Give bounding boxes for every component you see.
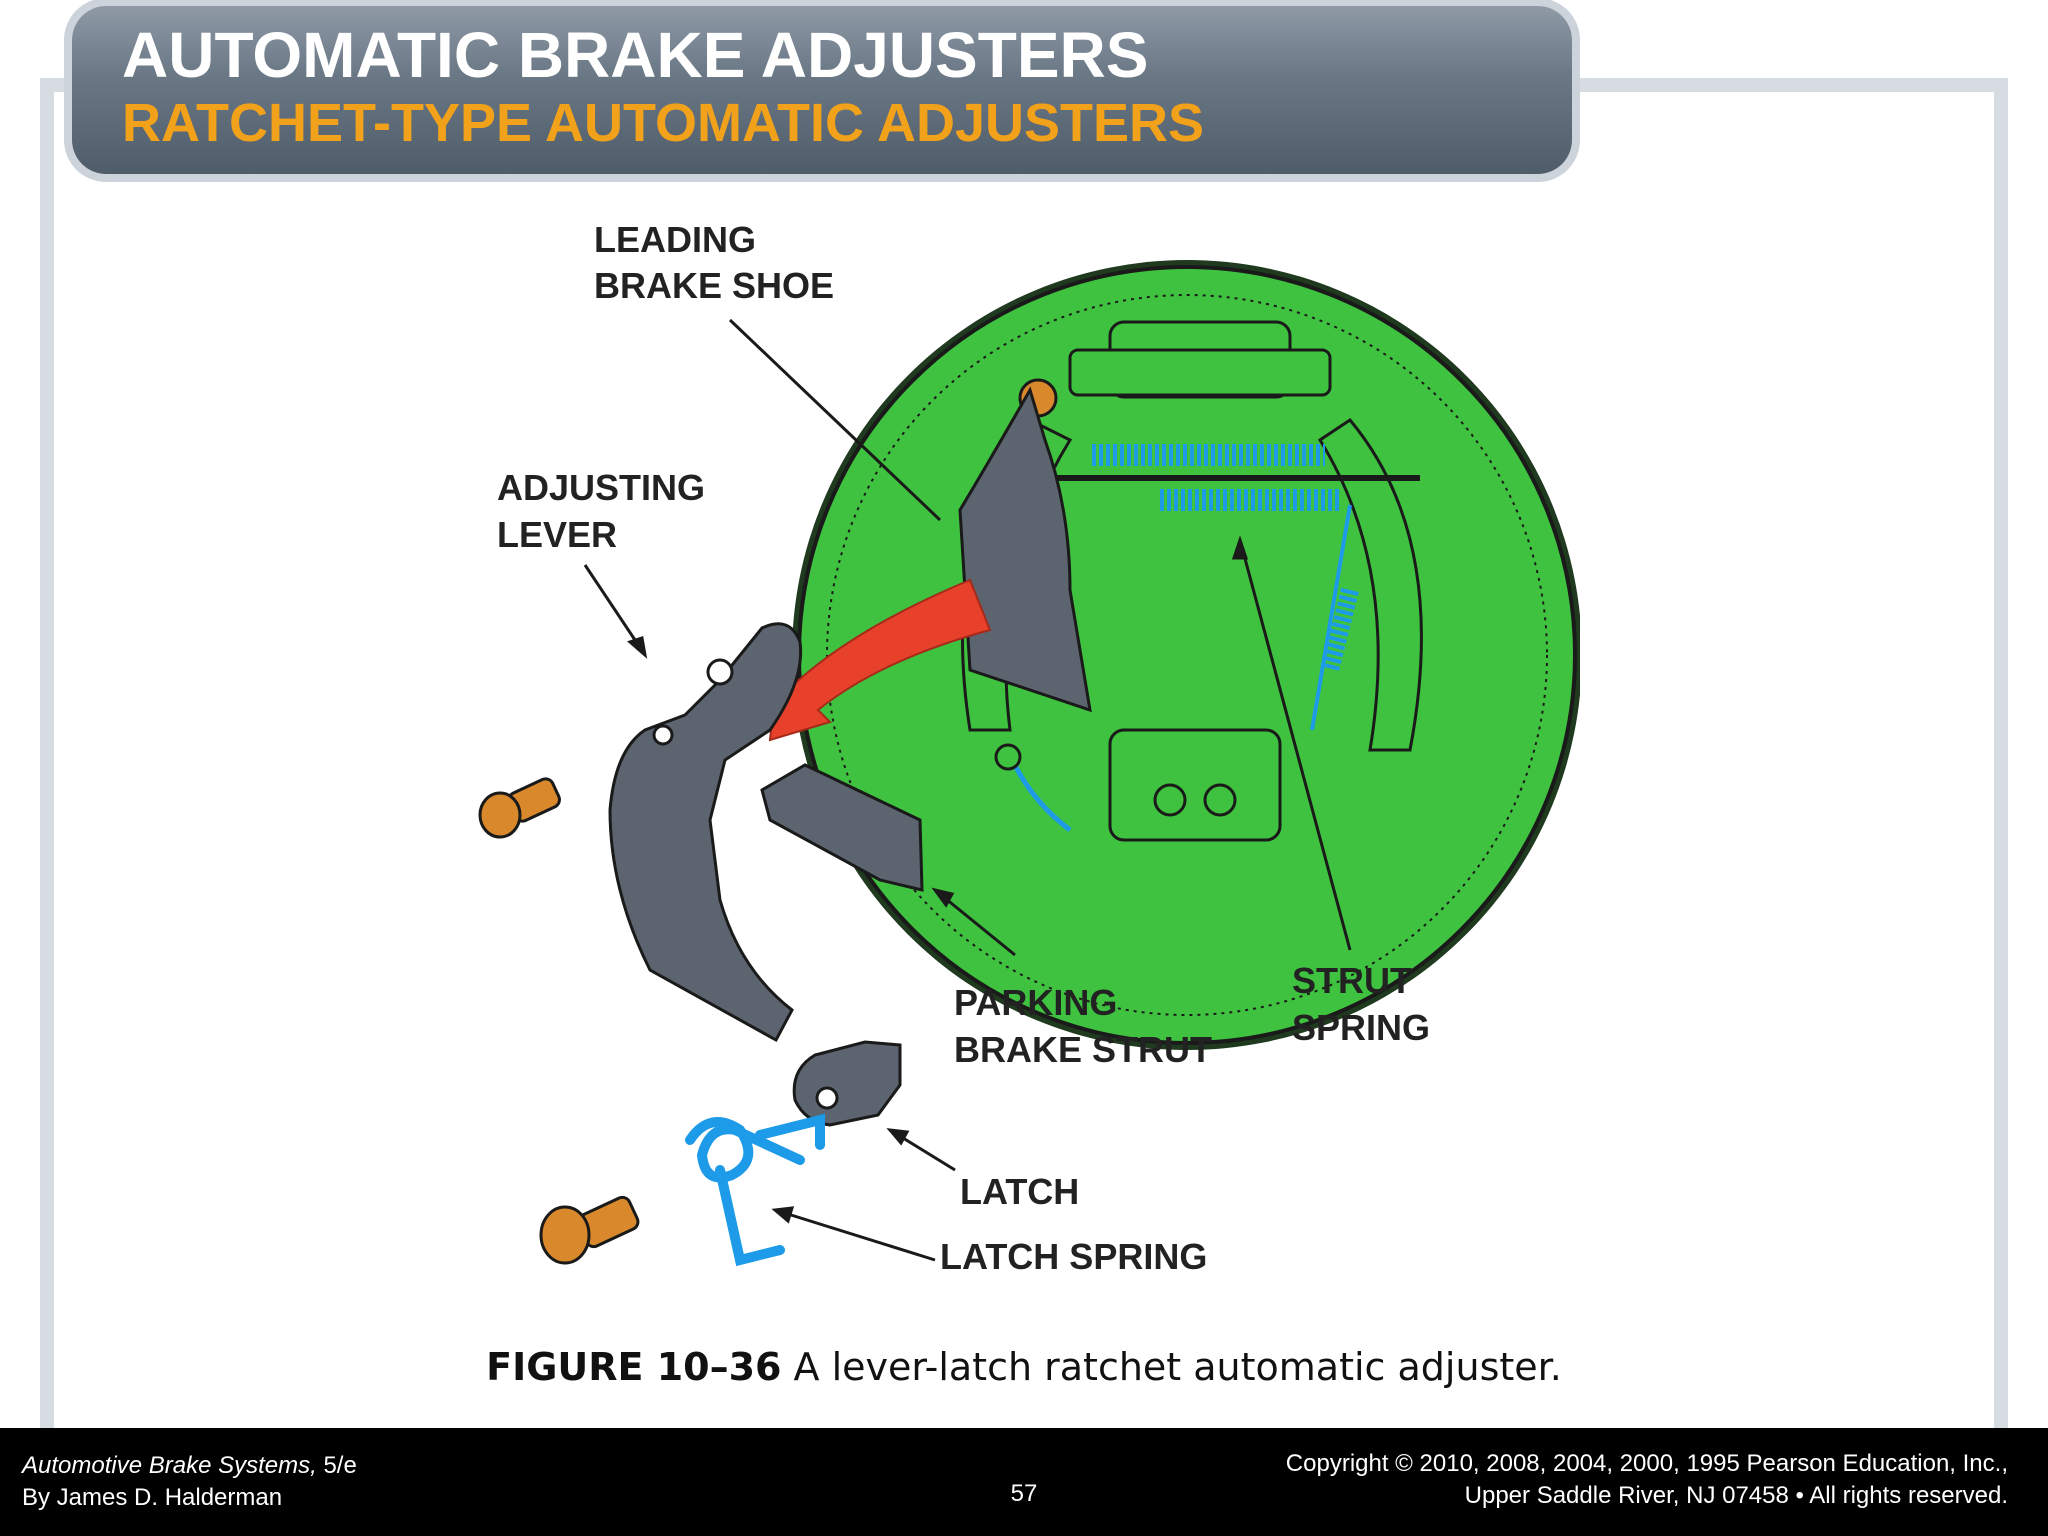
brake-adjuster-figure: LEADING BRAKE SHOE ADJUSTING LEVER PARKI… <box>470 210 1580 1330</box>
footer-copyright-line1: Copyright © 2010, 2008, 2004, 2000, 1995… <box>1285 1450 2008 1477</box>
footer-page-number: 57 <box>1010 1480 1038 1507</box>
adjusting-lever-part <box>608 622 803 1043</box>
leader-lines <box>583 318 1352 1262</box>
label-strut-spring-1: STRUT <box>1292 960 1412 1001</box>
figure-caption: FIGURE 10–36 A lever-latch ratchet autom… <box>0 1345 2048 1389</box>
label-latch-spring: LATCH SPRING <box>940 1236 1207 1277</box>
slide-subtitle: RATCHET-TYPE AUTOMATIC ADJUSTERS <box>122 93 1205 153</box>
label-parking-brake-strut-1: PARKING <box>954 982 1117 1023</box>
parking-brake-strut-part <box>760 763 924 892</box>
label-leading-brake-shoe-2: BRAKE SHOE <box>594 265 834 306</box>
label-adjusting-lever-2: LEVER <box>497 514 617 555</box>
label-parking-brake-strut-2: BRAKE STRUT <box>954 1029 1212 1070</box>
label-latch: LATCH <box>960 1171 1079 1212</box>
label-strut-spring-2: SPRING <box>1292 1007 1430 1048</box>
pivot-pin-lower <box>539 1195 640 1265</box>
pivot-pin-upper <box>478 777 561 839</box>
return-springs <box>994 444 1359 832</box>
label-adjusting-lever-1: ADJUSTING <box>497 467 705 508</box>
footer-copyright: Copyright © 2010, 2008, 2004, 2000, 1995… <box>1286 1448 2008 1512</box>
footer-book-info: Automotive Brake Systems, 5/e By James D… <box>22 1450 357 1514</box>
motion-arrow <box>768 578 992 742</box>
footer-book-title: Automotive Brake Systems, <box>22 1452 317 1479</box>
footer-edition: 5/e <box>316 1452 357 1479</box>
title-banner <box>72 6 1572 174</box>
latch-spring-part <box>685 1113 825 1267</box>
footer-copyright-line2: Upper Saddle River, NJ 07458 • All right… <box>1464 1482 2008 1509</box>
label-leading-brake-shoe-1: LEADING <box>594 219 756 260</box>
figure-number: FIGURE 10–36 <box>486 1345 782 1389</box>
figure-caption-text: A lever-latch ratchet automatic adjuster… <box>781 1345 1562 1389</box>
latch-part <box>792 1040 902 1127</box>
slide-title: AUTOMATIC BRAKE ADJUSTERS <box>122 19 1149 91</box>
brake-backing-plate <box>792 260 1580 1050</box>
footer-author: By James D. Halderman <box>22 1484 283 1511</box>
slide-footer: Automotive Brake Systems, 5/e By James D… <box>0 1428 2048 1536</box>
